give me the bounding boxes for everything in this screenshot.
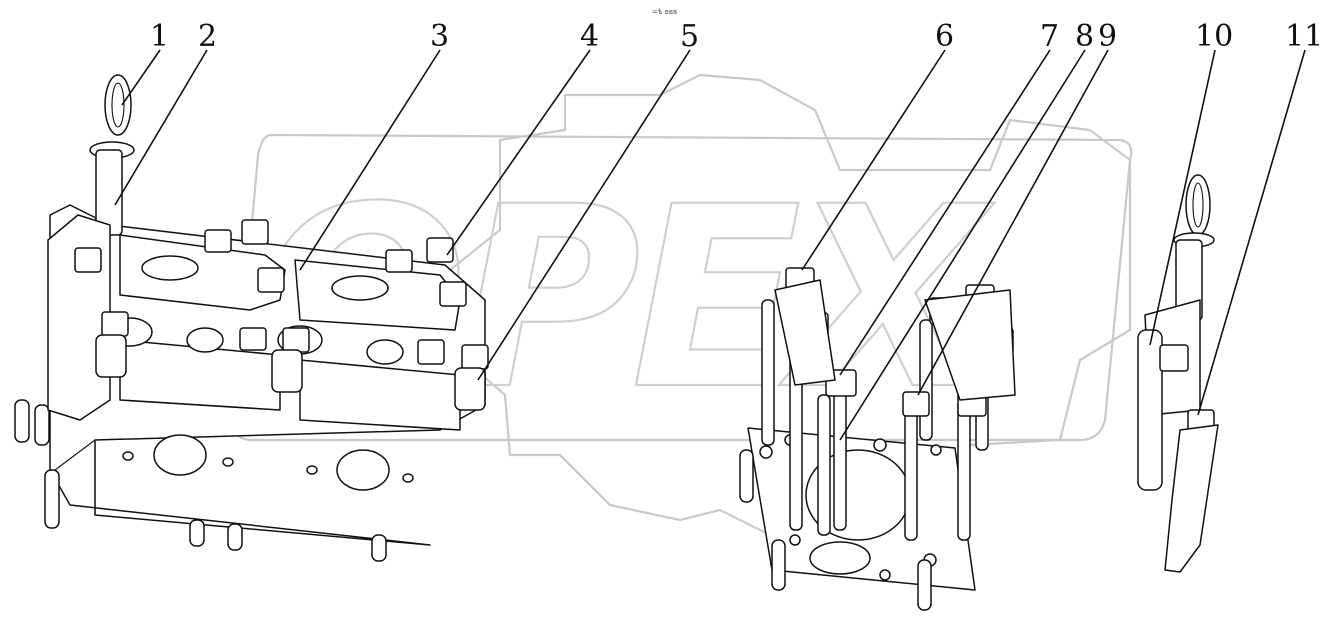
- head-bolts: [74, 219, 489, 411]
- gasket-and-bolts-assembly: [739, 267, 1016, 611]
- callout-1: 1: [150, 19, 169, 54]
- callout-10: 10: [1195, 19, 1233, 54]
- callout-5: 5: [680, 19, 699, 54]
- long-bolts: [761, 267, 1016, 541]
- leader-lines: [114, 49, 1306, 441]
- callout-4: 4: [580, 19, 599, 54]
- header-code: =ѣ ввв: [652, 8, 677, 16]
- callout-6: 6: [935, 19, 954, 54]
- callout-9: 9: [1098, 19, 1117, 54]
- callout-labels: 1 2 3 4 5 6 7 8 9 10 11: [150, 19, 1323, 54]
- cylinder-head-assembly: [14, 74, 489, 562]
- watermark-inner-frame: [232, 133, 1133, 442]
- callout-7: 7: [1040, 19, 1059, 54]
- callout-8: 8: [1075, 19, 1094, 54]
- callout-2: 2: [198, 19, 217, 54]
- callout-11: 11: [1285, 19, 1323, 54]
- callout-3: 3: [430, 19, 449, 54]
- injector-clamp-assembly: [1137, 174, 1219, 573]
